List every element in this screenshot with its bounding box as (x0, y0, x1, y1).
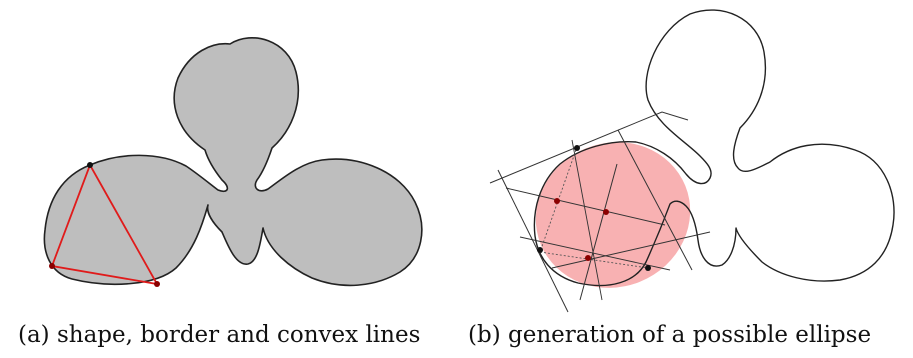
caption-panel-a: (a) shape, border and convex lines (18, 322, 421, 348)
ellipse-point (585, 255, 591, 261)
ellipse-axis (571, 139, 603, 301)
ellipse-point (603, 209, 609, 215)
convex-point (87, 162, 93, 168)
shape-border (533, 9, 895, 287)
ellipse-point (554, 198, 560, 204)
convex-point (49, 263, 55, 269)
ellipse-point (537, 247, 543, 253)
bounding-lines (489, 111, 689, 184)
convex-triangle (50, 162, 159, 286)
convex-point (154, 281, 160, 287)
panel-b-diagram (489, 9, 895, 313)
panel-a-diagram (43, 37, 423, 287)
possible-ellipse (535, 142, 691, 288)
bounding-line (497, 169, 569, 313)
caption-panel-b: (b) generation of a possible ellipse (468, 322, 872, 348)
ellipse-point (574, 145, 580, 151)
ellipse-axis (519, 236, 671, 271)
ellipse-axis (579, 163, 618, 301)
shape-silhouette (43, 37, 423, 287)
bounding-line (551, 231, 711, 269)
ellipse-point (645, 265, 651, 271)
bounding-line (617, 129, 693, 271)
ellipse-axis (505, 187, 666, 226)
